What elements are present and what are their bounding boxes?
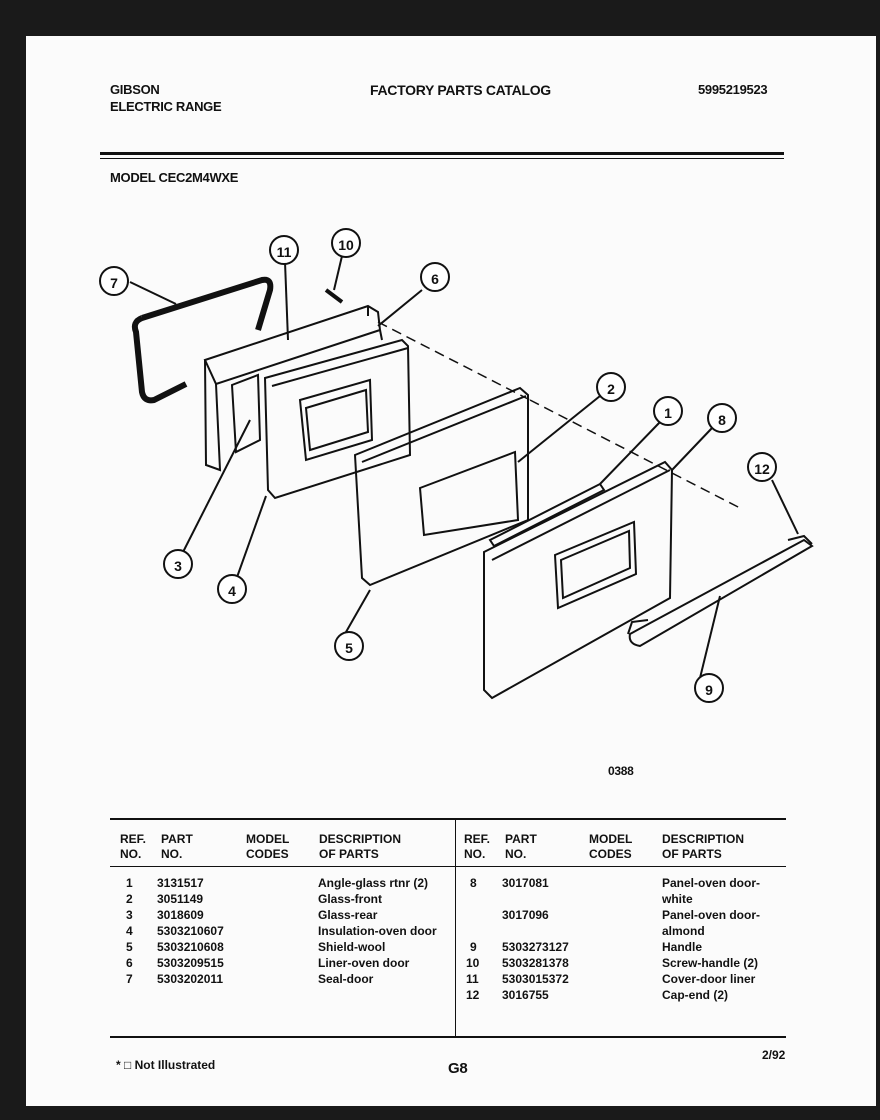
row-part: 5303202011 <box>157 972 224 986</box>
header-model-codes-right: MODEL CODES <box>589 832 633 861</box>
row-desc: Cap-end (2) <box>662 988 728 1002</box>
page-title: FACTORY PARTS CATALOG <box>370 82 551 98</box>
table-top-rule <box>110 818 786 820</box>
row-ref: 8 <box>470 876 477 890</box>
row-part: 5303015372 <box>502 972 569 986</box>
callout-5: 5 <box>334 631 364 661</box>
revision-date: 2/92 <box>762 1048 786 1062</box>
row-ref: 11 <box>466 972 479 986</box>
callout-6: 6 <box>420 262 450 292</box>
row-desc: Angle-glass rtnr (2) <box>318 876 429 890</box>
row-desc: Cover-door liner <box>662 972 756 986</box>
row-desc: Insulation-oven door <box>318 924 437 938</box>
header-ref: REF. NO. <box>120 832 147 861</box>
row-part: 3016755 <box>502 988 549 1002</box>
front-glass-part <box>418 450 520 537</box>
liner-part <box>203 304 382 386</box>
row-ref: 10 <box>466 956 480 970</box>
catalog-number: 5995219523 <box>698 82 768 97</box>
header-description-right: DESCRIPTION OF PARTS <box>662 832 745 861</box>
page-code: G8 <box>448 1060 468 1077</box>
row-ref: 3 <box>126 908 133 922</box>
insulation-part <box>263 338 412 500</box>
product-type: ELECTRIC RANGE <box>110 99 222 114</box>
callout-9: 9 <box>694 673 724 703</box>
table-divider <box>455 818 456 1036</box>
callout-3: 3 <box>163 549 193 579</box>
callout-7: 7 <box>99 266 129 296</box>
row-desc: Screw-handle (2) <box>662 956 759 970</box>
callout-8: 8 <box>707 403 737 433</box>
row-part: 3131517 <box>157 876 204 890</box>
header-model-codes: MODEL CODES <box>246 832 290 861</box>
callout-10: 10 <box>331 228 361 258</box>
callout-1: 1 <box>653 396 683 426</box>
row-part: 3017096 <box>502 908 549 922</box>
header-part-right: PART NO. <box>505 832 537 861</box>
row-part: 5303281378 <box>502 956 569 970</box>
header-ref-right: REF. NO. <box>464 832 491 861</box>
callout-11: 11 <box>269 235 299 265</box>
brand-name: GIBSON <box>110 82 160 97</box>
callout-2: 2 <box>596 372 626 402</box>
row-ref: 6 <box>126 956 133 970</box>
row-desc: Shield-wool <box>318 940 386 954</box>
callout-4: 4 <box>217 574 247 604</box>
figure-code: 0388 <box>608 764 634 778</box>
row-part: 3051149 <box>157 892 204 906</box>
callout-12: 12 <box>747 452 777 482</box>
row-ref: 4 <box>126 924 133 938</box>
row-desc-cont: white <box>662 892 693 906</box>
row-desc: Handle <box>662 940 703 954</box>
row-ref: 9 <box>470 940 477 954</box>
seal-door-part <box>131 276 274 404</box>
model-number: MODEL CEC2M4WXE <box>110 170 239 185</box>
row-part: 5303209515 <box>157 956 224 970</box>
row-ref: 5 <box>126 940 133 954</box>
row-desc: Glass-rear <box>318 908 378 922</box>
row-ref: 7 <box>126 972 133 986</box>
row-ref: 1 <box>126 876 133 890</box>
table-header-rule <box>110 866 786 867</box>
header-part: PART NO. <box>161 832 193 861</box>
row-desc: Panel-oven door- <box>662 876 761 890</box>
row-desc: Seal-door <box>318 972 374 986</box>
row-desc: Glass-front <box>318 892 383 906</box>
row-ref: 2 <box>126 892 133 906</box>
header-description: DESCRIPTION OF PARTS <box>319 832 402 861</box>
row-ref: 12 <box>466 988 480 1002</box>
header-rule <box>100 152 784 155</box>
row-part: 5303273127 <box>502 940 569 954</box>
header-rule-thin <box>100 158 784 159</box>
door-panel-part <box>483 460 674 700</box>
not-illustrated-note: * □ Not Illustrated <box>116 1058 216 1072</box>
row-desc-cont: almond <box>662 924 705 938</box>
handle-part <box>628 538 814 648</box>
row-desc: Liner-oven door <box>318 956 410 970</box>
row-desc: Panel-oven door- <box>662 908 761 922</box>
row-part: 3018609 <box>157 908 204 922</box>
row-part: 3017081 <box>502 876 549 890</box>
table-bottom-rule <box>110 1036 786 1038</box>
row-part: 5303210607 <box>157 924 224 938</box>
row-part: 5303210608 <box>157 940 224 954</box>
